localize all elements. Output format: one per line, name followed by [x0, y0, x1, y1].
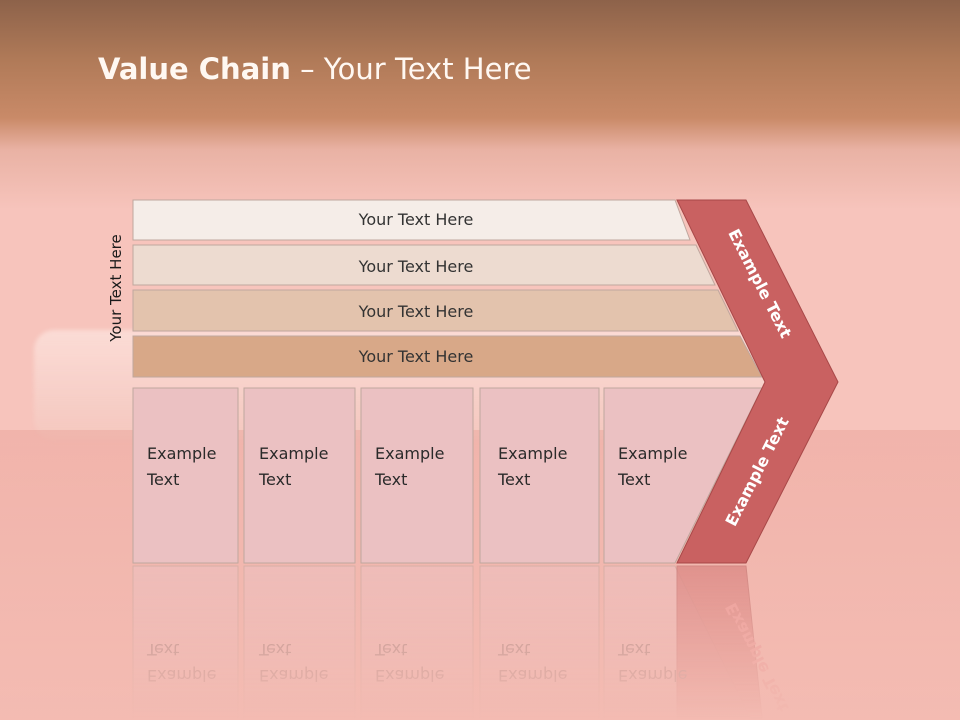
cell-3 [360, 387, 474, 564]
bar-4 [132, 335, 763, 378]
cell-2-reflection [243, 565, 356, 720]
cell-5-line2: Text [617, 470, 650, 489]
main-diagram: Your Text Here Your Text Here Your Text … [132, 199, 839, 564]
cell-1-reflection-line2: Text [146, 640, 179, 659]
bar-1-label: Your Text Here [358, 210, 474, 229]
cell-5-reflection-line1: Example [618, 666, 687, 685]
cell-4 [479, 387, 600, 564]
bar-3-label: Your Text Here [358, 302, 474, 321]
cell-2 [243, 387, 356, 564]
cell-2-reflection-line1: Example [259, 666, 328, 685]
bar-1 [132, 199, 691, 241]
cell-5 [603, 387, 763, 564]
cell-2-line2: Text [258, 470, 291, 489]
title-rest: – Your Text Here [290, 52, 532, 86]
cell-5-reflection-line2: Text [617, 640, 650, 659]
cell-4-line1: Example [498, 444, 567, 463]
cell-2-reflection-line2: Text [258, 640, 291, 659]
cell-1 [132, 387, 239, 564]
cell-1-reflection [132, 565, 239, 720]
cell-4-reflection [479, 565, 600, 720]
cell-1-line1: Example [147, 444, 216, 463]
cell-4-reflection-line2: Text [497, 640, 530, 659]
cell-3-reflection-line2: Text [374, 640, 407, 659]
title-bold: Value Chain [98, 52, 291, 86]
cell-1-reflection-line1: Example [147, 666, 216, 685]
cell-5-line1: Example [618, 444, 687, 463]
cell-3-line2: Text [374, 470, 407, 489]
cell-3-reflection [360, 565, 474, 720]
slide-title: Value Chain – Your Text Here [98, 52, 532, 86]
cell-4-line2: Text [497, 470, 530, 489]
cell-4-reflection-line1: Example [498, 666, 567, 685]
cell-1-line2: Text [146, 470, 179, 489]
cell-2-line1: Example [259, 444, 328, 463]
bar-2-label: Your Text Here [358, 257, 474, 276]
cell-3-line1: Example [375, 444, 444, 463]
bar-3 [132, 289, 739, 332]
chevron-arrow [676, 199, 839, 564]
bar-4-label: Your Text Here [358, 347, 474, 366]
bar-2 [132, 244, 716, 286]
diagram-reflection: Example Text Example Text Example Text E… [132, 565, 793, 720]
cell-3-reflection-line1: Example [375, 666, 444, 685]
chevron-reflection [676, 565, 763, 720]
